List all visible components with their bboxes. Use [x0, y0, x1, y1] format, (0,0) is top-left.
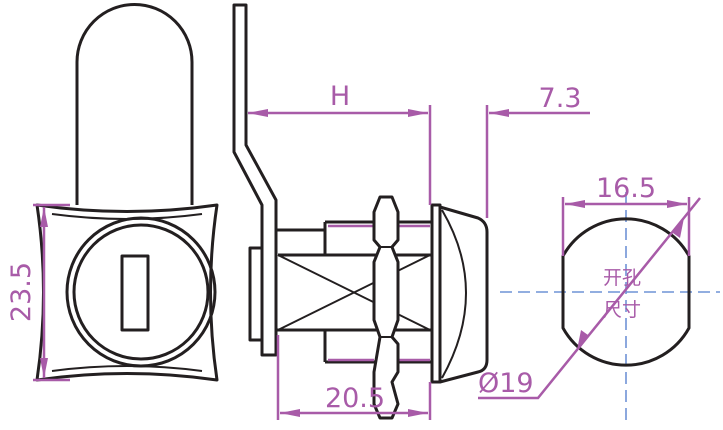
lock-body — [35, 203, 219, 382]
flange — [430, 203, 442, 384]
dim-23-5-label: 23.5 — [6, 262, 37, 322]
dim-16-5-label: 16.5 — [596, 173, 656, 204]
dim-height: 23.5 — [6, 203, 70, 382]
dim-20-5-label: 20.5 — [325, 383, 385, 414]
key-slot — [120, 254, 150, 332]
dome-cap — [439, 205, 489, 384]
cutout-view: 16.5 开孔 尺寸 Ø19 — [478, 173, 720, 420]
cylinder-outer — [65, 216, 217, 368]
cutout-outline — [561, 217, 691, 367]
front-view — [35, 3, 219, 382]
cam-bracket — [232, 3, 278, 357]
dim-h: H 7.3 — [248, 81, 590, 218]
shackle — [75, 3, 194, 205]
side-view — [232, 3, 489, 420]
dim-length: 20.5 — [276, 335, 432, 420]
hex-nut — [372, 195, 400, 420]
dim-7-3-label: 7.3 — [539, 83, 582, 114]
cylinder-inner — [72, 223, 210, 361]
dim-h-label: H — [330, 81, 350, 112]
dim-diameter-label: Ø19 — [478, 368, 534, 399]
